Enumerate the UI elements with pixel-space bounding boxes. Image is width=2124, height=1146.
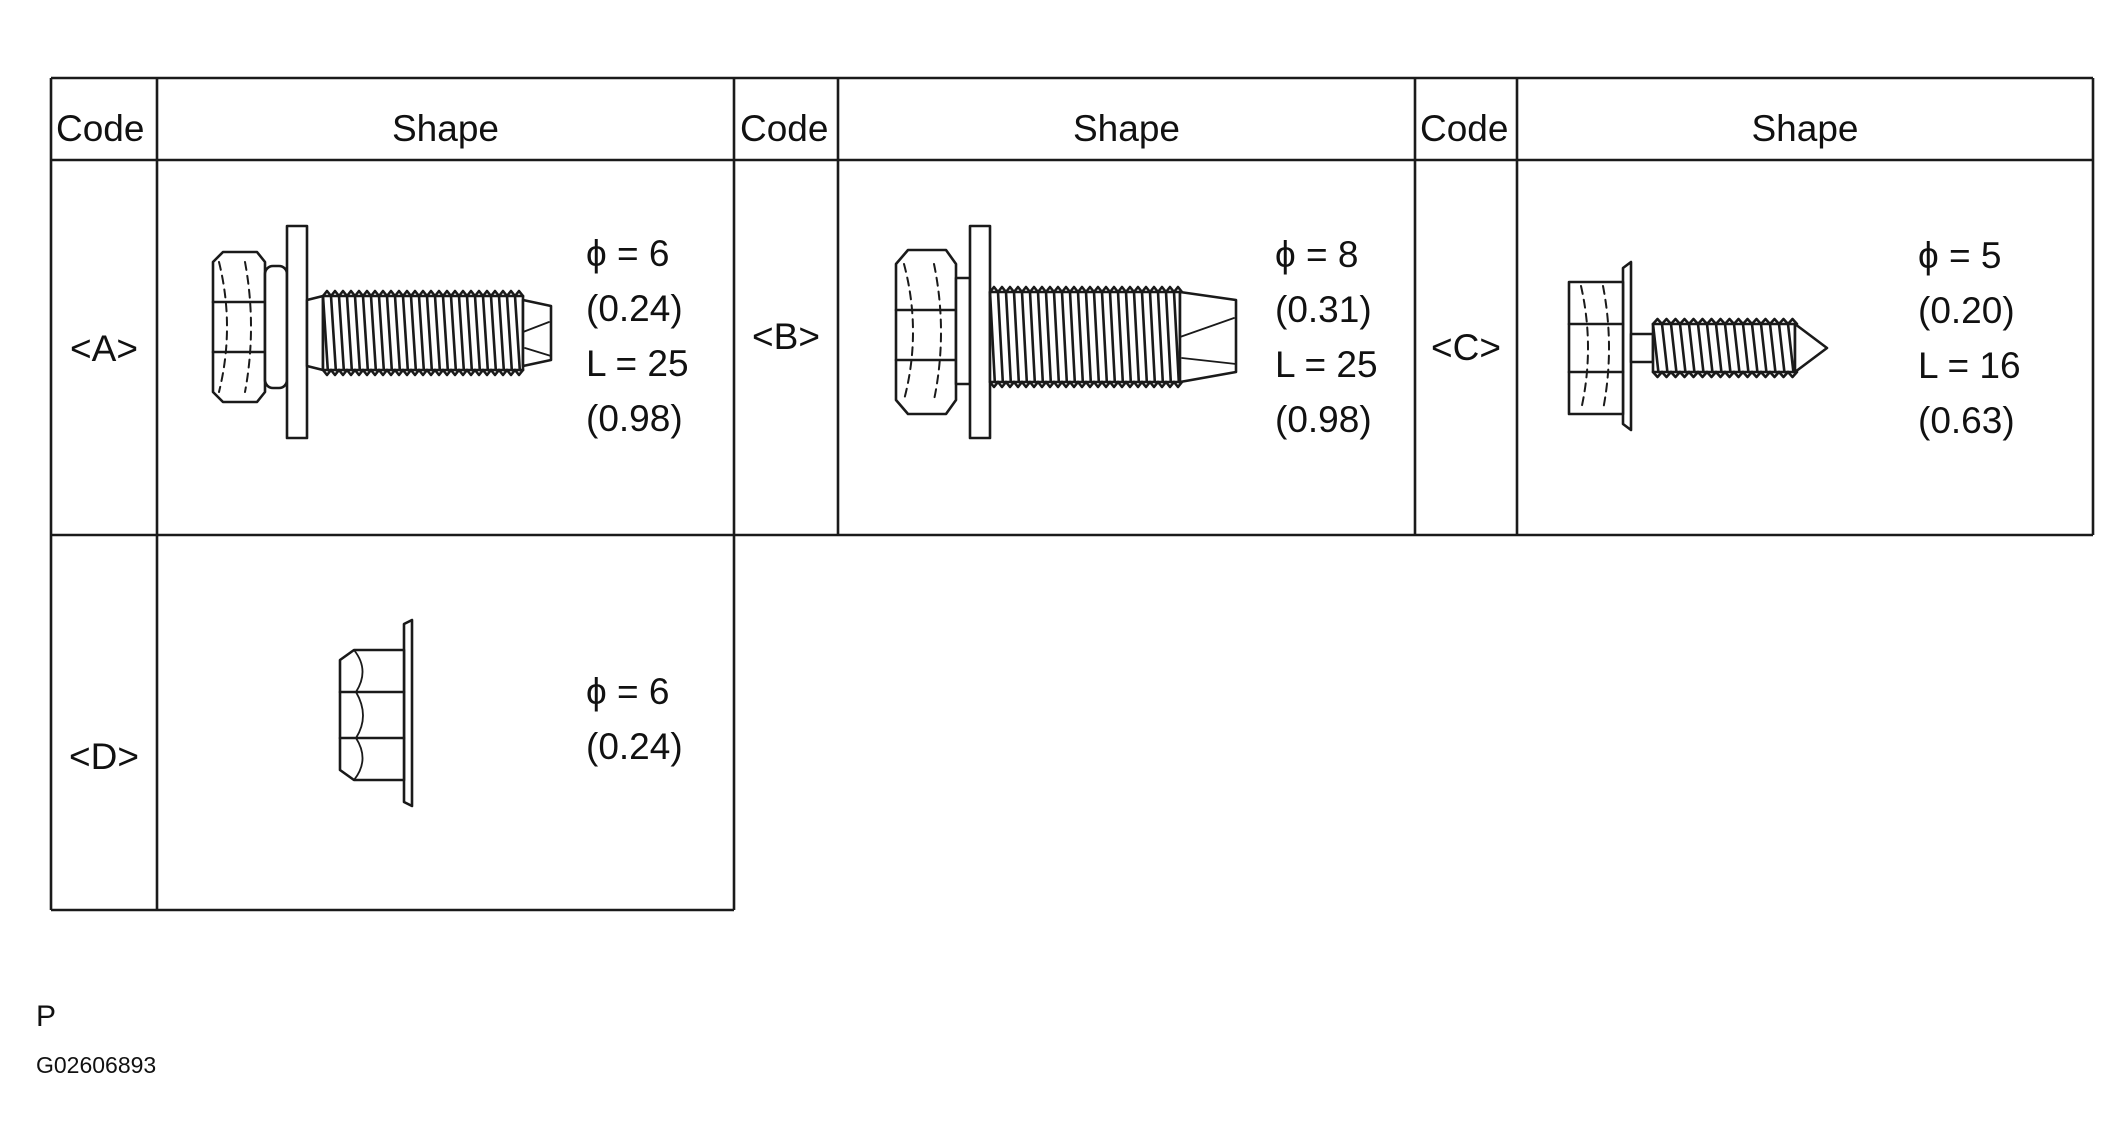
spec-a-diameter: ϕ = 6 [586, 233, 670, 274]
spec-b-diameter-in: (0.31) [1275, 289, 1372, 330]
spec-c-length: L = 16 [1918, 345, 2021, 386]
spec-d-diameter-in: (0.24) [586, 726, 683, 767]
spec-d-diameter: ϕ = 6 [586, 671, 670, 712]
spec-c-diameter-in: (0.20) [1918, 290, 2015, 331]
figure-id: G02606893 [36, 1052, 157, 1078]
code-a: <A> [70, 328, 138, 369]
spec-d: ϕ = 6 (0.24) [586, 664, 683, 774]
caption-letter: P [36, 1000, 57, 1033]
bolt-with-washers-icon [211, 224, 553, 440]
spec-b-diameter: ϕ = 8 [1275, 234, 1359, 275]
code-c: <C> [1431, 327, 1501, 368]
spec-b-length-in: (0.98) [1275, 399, 1372, 440]
spec-b-length: L = 25 [1275, 344, 1378, 385]
spec-c-diameter: ϕ = 5 [1918, 235, 2002, 276]
spec-c: ϕ = 5 (0.20) L = 16 (0.63) [1918, 228, 2021, 448]
spec-a: ϕ = 6 (0.24) L = 25 (0.98) [586, 226, 689, 446]
header-shape-3: Shape [1751, 108, 1859, 149]
tapping-screw-icon [1567, 260, 1829, 432]
code-b: <B> [752, 316, 820, 357]
code-d: <D> [69, 736, 139, 777]
hex-bolt-with-washer-icon [894, 224, 1238, 440]
spec-a-length-in: (0.98) [586, 398, 683, 439]
header-code-3: Code [1420, 108, 1509, 149]
spec-a-diameter-in: (0.24) [586, 288, 683, 329]
spec-a-length: L = 25 [586, 343, 689, 384]
header-code-1: Code [56, 108, 145, 149]
header-shape-1: Shape [392, 108, 499, 149]
header-shape-2: Shape [1073, 108, 1180, 149]
spec-c-length-in: (0.63) [1918, 400, 2015, 441]
flange-nut-icon [338, 618, 414, 808]
spec-b: ϕ = 8 (0.31) L = 25 (0.98) [1275, 227, 1378, 447]
header-code-2: Code [740, 108, 829, 149]
